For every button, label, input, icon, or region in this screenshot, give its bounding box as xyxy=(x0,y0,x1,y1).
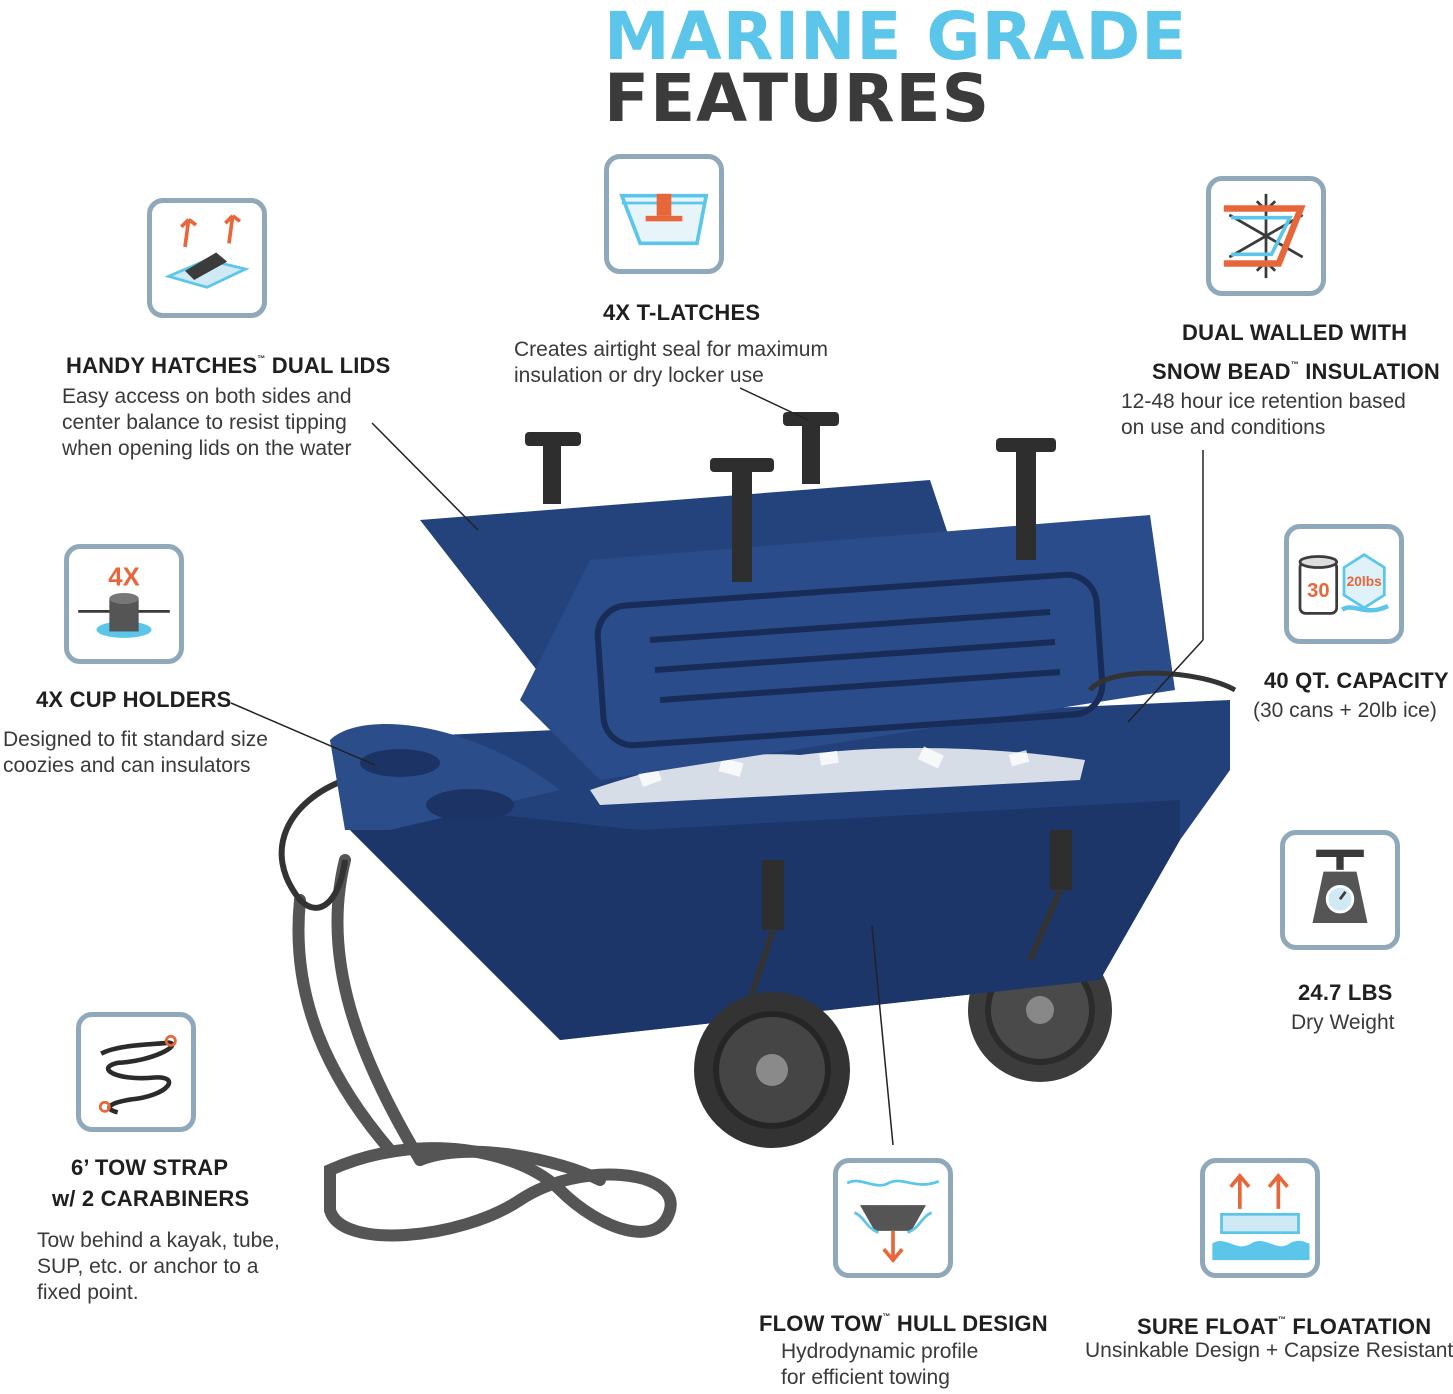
headline-features: FEATURES xyxy=(604,60,991,137)
latches-desc: Creates airtight seal for maximum insula… xyxy=(514,338,828,387)
hatches-title: HANDY HATCHES™ DUAL LIDS xyxy=(66,353,391,378)
ice xyxy=(590,748,1085,805)
insulation-title-line1: DUAL WALLED WITH xyxy=(1182,320,1408,345)
tow-strap-icon xyxy=(76,1012,196,1132)
capacity-icon-cans: 30 xyxy=(1307,580,1329,602)
capacity-title: 40 QT. CAPACITY xyxy=(1264,668,1449,693)
capacity-icon-ice: 20lbs xyxy=(1347,574,1383,589)
insulation-title-line2: SNOW BEAD™ INSULATION xyxy=(1152,359,1441,384)
front-wheel xyxy=(694,992,850,1148)
weight-title: 24.7 LBS xyxy=(1298,980,1393,1005)
amphibious-cooler-illustration xyxy=(278,412,1237,1242)
float-desc: Unsinkable Design + Capsize Resistant xyxy=(1085,1339,1453,1362)
cup-holders-title: 4X CUP HOLDERS xyxy=(36,687,232,712)
tow-strap-on-ground xyxy=(292,854,677,1242)
floatation-icon xyxy=(1200,1158,1320,1278)
cup-holder-icon: 4X xyxy=(64,544,184,664)
capacity-icon: 30 20lbs xyxy=(1284,524,1404,644)
float-title: SURE FLOAT™ FLOATATION xyxy=(1137,1314,1432,1339)
hull-title: FLOW TOW™ HULL DESIGN xyxy=(759,1311,1048,1336)
tow-strap-title-line1: 6’ TOW STRAP xyxy=(71,1155,229,1180)
insulation-desc: 12-48 hour ice retention based on use an… xyxy=(1121,390,1406,439)
hatches-desc: Easy access on both sides and center bal… xyxy=(62,385,352,460)
side-rope xyxy=(278,777,348,911)
dual-lids-icon xyxy=(147,198,267,318)
latches-title: 4X T-LATCHES xyxy=(603,300,761,325)
cup-holder-icon-label: 4X xyxy=(108,564,139,592)
hull-desc: Hydrodynamic profile for efficient towin… xyxy=(781,1340,979,1389)
cup-holder-1 xyxy=(360,749,440,777)
cup-holders-desc: Designed to fit standard size coozies an… xyxy=(3,728,268,777)
snowflake-insulation-icon xyxy=(1206,176,1326,296)
cup-holder-2 xyxy=(426,789,514,821)
capacity-desc: (30 cans + 20lb ice) xyxy=(1253,699,1437,722)
tow-strap-title-line2: w/ 2 CARABINERS xyxy=(52,1186,250,1211)
weight-desc: Dry Weight xyxy=(1291,1011,1395,1034)
hull-design-icon xyxy=(833,1158,953,1278)
headline-marine-grade: MARINE GRADE xyxy=(604,0,1188,75)
t-latches xyxy=(525,412,1072,930)
scale-icon xyxy=(1280,830,1400,950)
t-latch-icon xyxy=(604,154,724,274)
tow-strap-desc: Tow behind a kayak, tube, SUP, etc. or a… xyxy=(37,1229,280,1304)
